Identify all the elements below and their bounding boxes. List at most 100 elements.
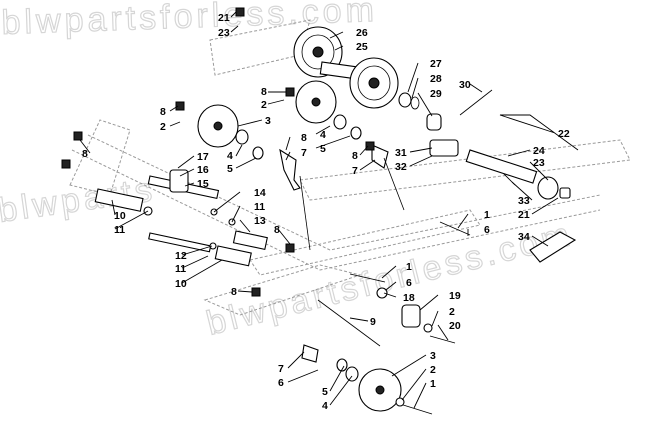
callout-8: 8 — [261, 86, 267, 98]
bolt-1c — [399, 403, 433, 415]
nut-8e — [285, 243, 295, 253]
callout-6: 6 — [484, 224, 490, 236]
nut-8b — [73, 131, 83, 141]
callout-22: 22 — [558, 128, 570, 140]
callout-31: 31 — [395, 147, 407, 159]
callout-1: 1 — [430, 378, 436, 390]
callout-23: 23 — [533, 157, 545, 169]
bolt-30 — [459, 89, 493, 116]
callout-9: 9 — [370, 316, 376, 328]
callout-10: 10 — [175, 278, 187, 290]
washer-2c — [423, 323, 433, 333]
callout-3: 3 — [265, 115, 271, 127]
callout-33: 33 — [518, 195, 530, 207]
front-arm-links — [279, 144, 405, 363]
callout-labels: 21 23 26 25 27 28 29 30 8 2 8 2 3 8 7 4 … — [82, 12, 570, 412]
bracket-19 — [401, 304, 421, 328]
callout-4: 4 — [320, 129, 326, 141]
nut-8f — [251, 287, 261, 297]
callout-11: 11 — [175, 263, 186, 275]
callout-23: 23 — [218, 27, 230, 39]
callout-2: 2 — [261, 99, 267, 111]
callout-10: 10 — [114, 210, 126, 222]
leader-lines — [79, 11, 579, 409]
callout-14: 14 — [254, 187, 266, 199]
callout-8: 8 — [231, 286, 237, 298]
callout-1: 1 — [406, 261, 412, 273]
arm-link-7c — [301, 344, 319, 363]
callout-18: 18 — [403, 292, 415, 304]
bracket-16 — [169, 169, 189, 193]
callout-20: 20 — [449, 320, 461, 332]
callout-4: 4 — [227, 150, 233, 162]
callout-8: 8 — [352, 150, 358, 162]
wheel-hub-23 — [537, 176, 559, 200]
callout-8: 8 — [274, 224, 280, 236]
callout-2: 2 — [160, 121, 166, 133]
bolt-1a — [439, 221, 471, 236]
callout-19: 19 — [449, 290, 461, 302]
callout-5: 5 — [320, 143, 326, 155]
suspension-frame-outline — [69, 19, 631, 316]
cap-21 — [559, 187, 571, 199]
callout-21: 21 — [218, 12, 230, 24]
callout-7: 7 — [278, 363, 284, 375]
nut-8g — [365, 141, 375, 151]
callout-11: 11 — [114, 224, 125, 236]
tube-13 — [232, 230, 268, 251]
tube-10a — [94, 188, 144, 212]
callout-16: 16 — [197, 164, 209, 176]
callout-34: 34 — [518, 231, 530, 243]
callout-8: 8 — [82, 148, 88, 160]
arm-link-7b — [371, 144, 389, 169]
callout-6: 6 — [406, 277, 412, 289]
nut-8c — [61, 159, 71, 169]
callout-5: 5 — [227, 163, 233, 175]
callout-29: 29 — [430, 88, 442, 100]
bracket-34 — [529, 231, 577, 263]
callout-6: 6 — [278, 377, 284, 389]
callout-4: 4 — [322, 400, 328, 412]
callout-7: 7 — [352, 165, 358, 177]
callout-12: 12 — [175, 250, 187, 262]
rear-axle-parts — [376, 139, 577, 333]
washer-18 — [376, 287, 388, 299]
bottom-idler-wheel — [336, 358, 405, 412]
spacer-29 — [426, 113, 442, 131]
bracket-32 — [429, 139, 459, 157]
callout-30: 30 — [459, 79, 471, 91]
callout-3: 3 — [430, 350, 436, 362]
callout-32: 32 — [395, 161, 407, 173]
callout-15: 15 — [197, 178, 209, 190]
arm-link-7a — [279, 148, 301, 191]
mid-idler-wheels — [197, 80, 362, 160]
callout-24: 24 — [533, 145, 545, 157]
callout-21: 21 — [518, 209, 530, 221]
callout-25: 25 — [356, 41, 368, 53]
bolt-20 — [429, 335, 456, 344]
callout-8: 8 — [301, 132, 307, 144]
callout-1: 1 — [484, 209, 490, 221]
callout-17: 17 — [197, 151, 209, 163]
callout-2: 2 — [430, 364, 436, 376]
callout-11: 11 — [254, 201, 265, 213]
callout-26: 26 — [356, 27, 368, 39]
callout-2: 2 — [449, 306, 455, 318]
callout-7: 7 — [301, 147, 307, 159]
callout-13: 13 — [254, 215, 266, 227]
bearing-27 — [398, 92, 412, 108]
nut-21a — [235, 7, 245, 17]
callout-8: 8 — [160, 106, 166, 118]
bolt-1b — [349, 273, 386, 283]
top-idler-wheels — [293, 26, 442, 131]
bolt-9 — [317, 299, 381, 347]
tube-10b — [214, 245, 252, 267]
rear-axle-24 — [465, 149, 538, 184]
callout-27: 27 — [430, 58, 442, 70]
snap-ring-28 — [410, 96, 420, 110]
callout-5: 5 — [322, 386, 328, 398]
nut-8a — [175, 101, 185, 111]
callout-28: 28 — [430, 73, 442, 85]
shaft-12 — [148, 232, 212, 253]
